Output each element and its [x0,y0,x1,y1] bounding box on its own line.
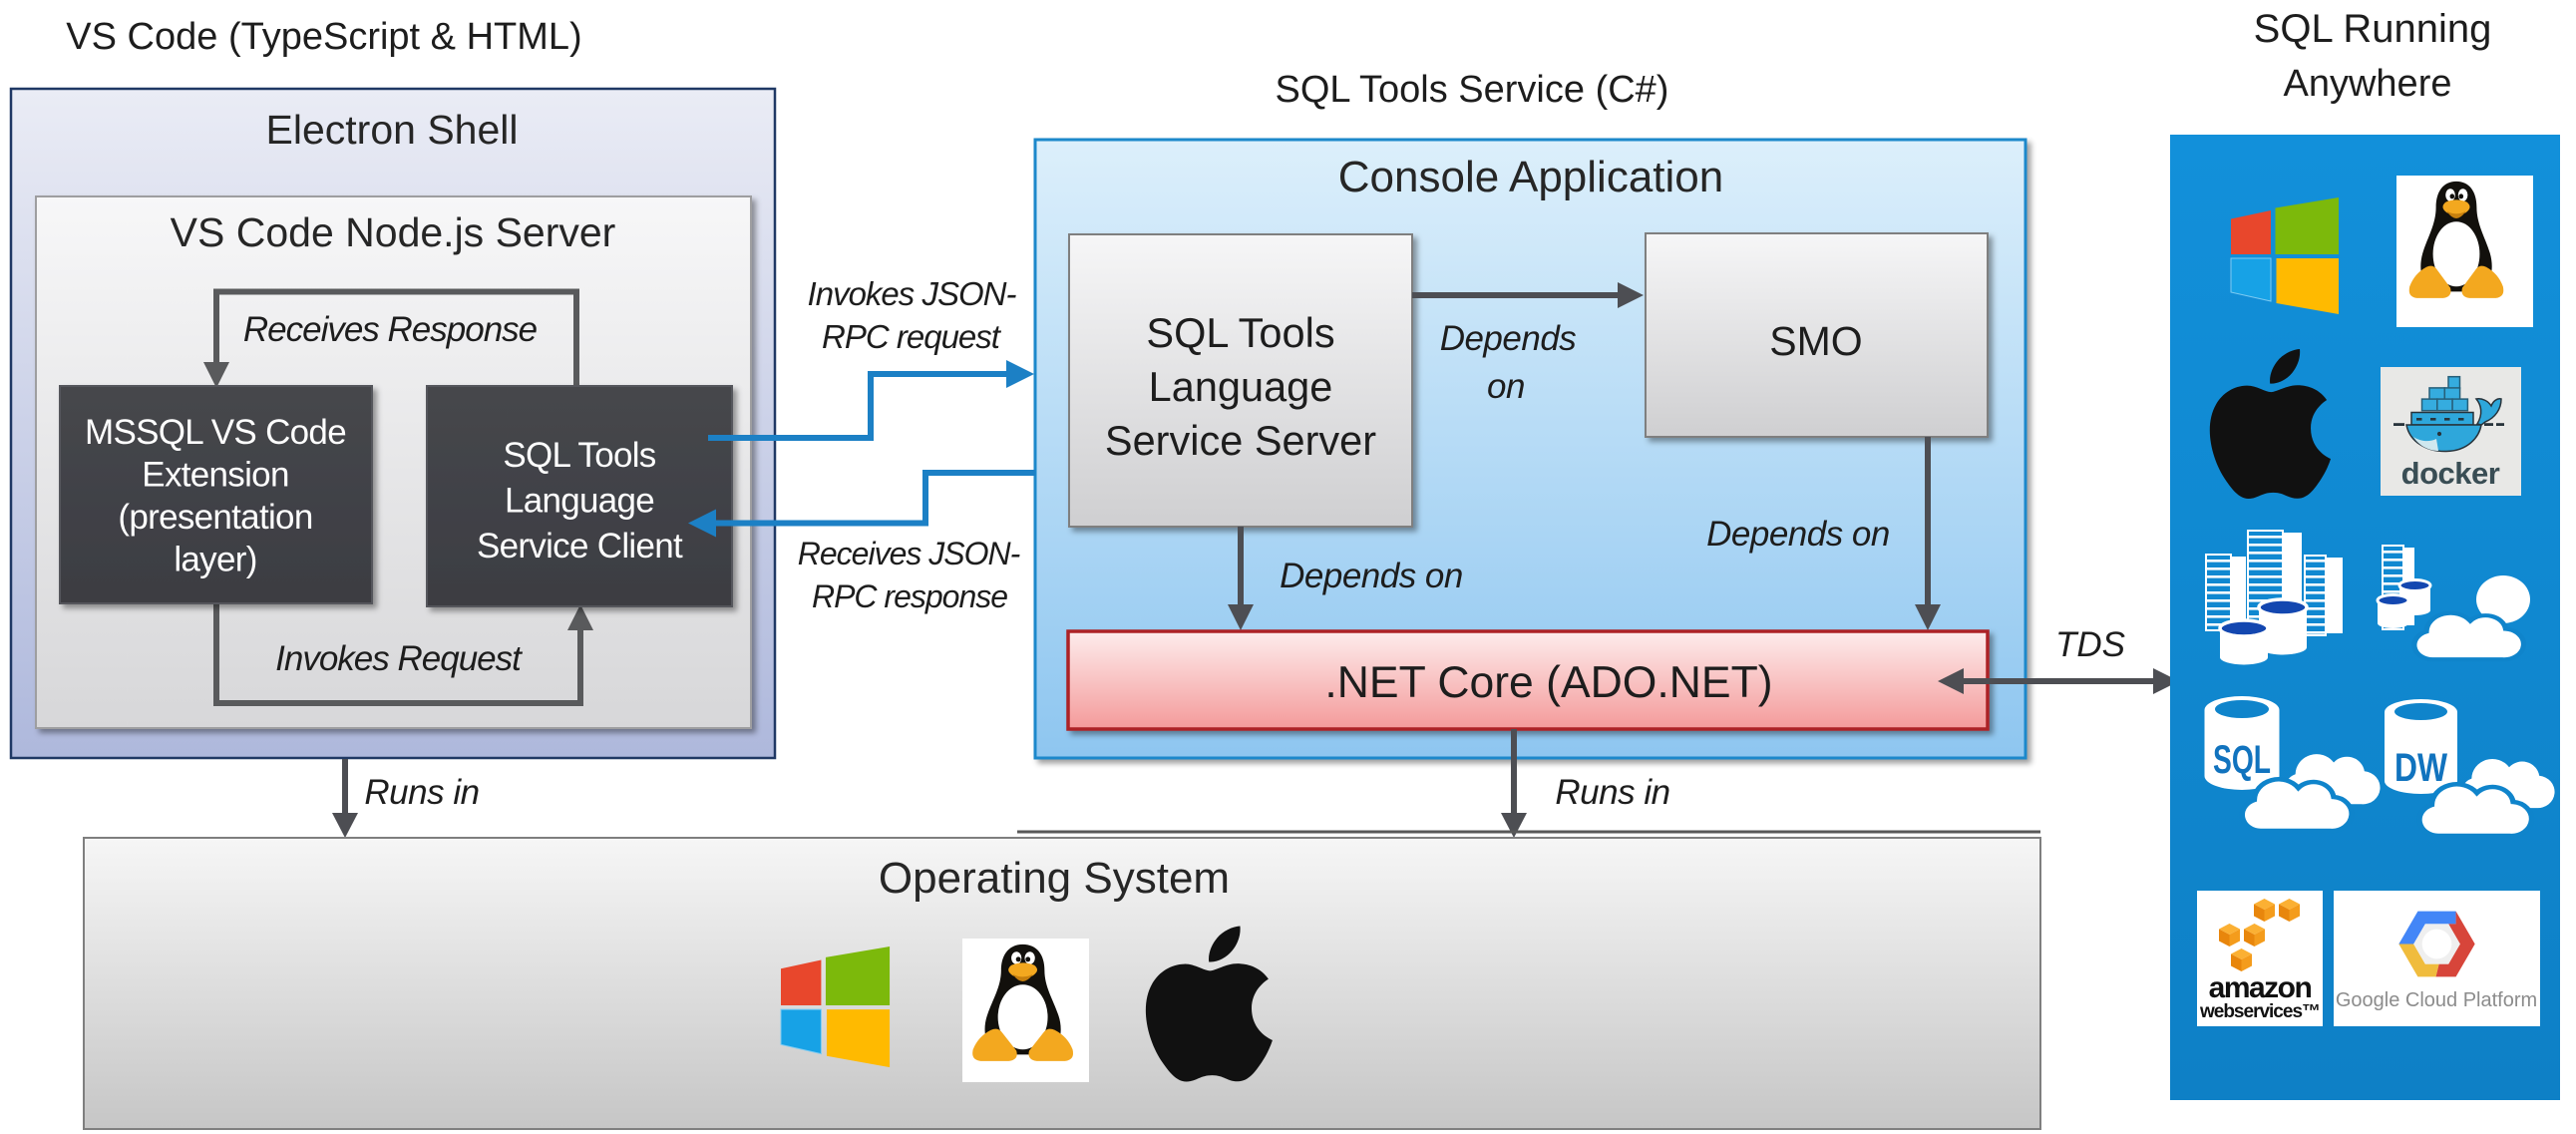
svg-text:SQL Tools: SQL Tools [1146,309,1334,356]
svg-text:amazon: amazon [2209,971,2312,1004]
svg-text:SQL Tools Service (C#): SQL Tools Service (C#) [1276,69,1669,111]
svg-text:SQL Running: SQL Running [2254,7,2492,51]
svg-text:RPC response: RPC response [812,578,1007,614]
svg-text:Anywhere: Anywhere [2284,63,2452,105]
svg-text:Google Cloud Platform: Google Cloud Platform [2336,989,2537,1011]
svg-text:Service Client: Service Client [477,527,683,566]
svg-text:Console Application: Console Application [1338,153,1723,201]
svg-text:TDS: TDS [2055,625,2125,664]
svg-text:Extension: Extension [142,456,288,495]
svg-text:Depends: Depends [1440,319,1577,358]
svg-text:Runs in: Runs in [1555,773,1669,812]
svg-text:VS Code Node.js Server: VS Code Node.js Server [171,209,616,255]
svg-text:Language: Language [505,482,654,521]
svg-text:on: on [1487,367,1525,406]
svg-text:Receives JSON-: Receives JSON- [798,536,1020,571]
svg-text:MSSQL VS Code: MSSQL VS Code [85,413,346,452]
svg-text:SMO: SMO [1769,318,1862,364]
svg-text:(presentation: (presentation [118,498,312,537]
svg-text:SQL: SQL [2213,738,2271,782]
svg-text:Language: Language [1149,363,1333,410]
svg-text:VS Code (TypeScript & HTML): VS Code (TypeScript & HTML) [66,16,581,58]
svg-text:DW: DW [2394,746,2447,790]
svg-text:.NET Core (ADO.NET): .NET Core (ADO.NET) [1324,658,1772,707]
svg-text:Depends on: Depends on [1706,515,1890,554]
svg-text:Electron Shell: Electron Shell [266,107,519,153]
svg-text:Operating System: Operating System [879,854,1230,903]
svg-text:Invokes Request: Invokes Request [275,639,523,678]
svg-text:Depends on: Depends on [1280,557,1463,595]
svg-text:docker: docker [2401,456,2500,491]
svg-text:RPC request: RPC request [822,318,1002,355]
svg-text:Receives Response: Receives Response [243,310,538,349]
svg-text:webservices™: webservices™ [2199,1001,2320,1022]
svg-text:SQL Tools: SQL Tools [503,436,655,475]
svg-text:Runs in: Runs in [364,773,479,812]
svg-text:Invokes JSON-: Invokes JSON- [808,275,1017,312]
svg-text:layer): layer) [174,541,256,579]
svg-text:Service Server: Service Server [1105,417,1376,464]
